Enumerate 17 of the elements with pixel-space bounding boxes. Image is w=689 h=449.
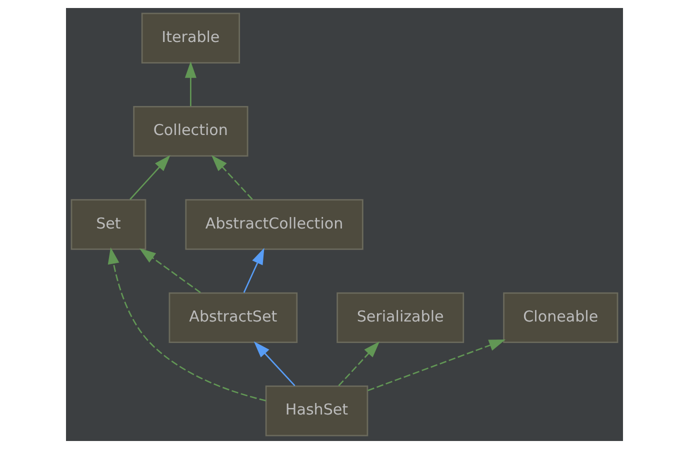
- node-box: Set: [70, 199, 146, 250]
- arrow: [243, 248, 264, 293]
- node-box: HashSet: [265, 386, 368, 436]
- node-box: Cloneable: [503, 292, 618, 344]
- arrow: [368, 339, 506, 392]
- node-box: AbstractSet: [168, 292, 298, 344]
- node-box: Serializable: [336, 292, 464, 344]
- arrow: [254, 341, 296, 386]
- arrow: [211, 155, 253, 200]
- node-box: AbstractCollection: [185, 199, 364, 250]
- arrow: [130, 155, 170, 200]
- arrow: [338, 341, 380, 386]
- arrow: [139, 248, 201, 294]
- arrow: [108, 247, 266, 402]
- node-box: Iterable: [141, 12, 240, 64]
- node-box: Collection: [133, 106, 248, 157]
- arrow: [184, 61, 196, 106]
